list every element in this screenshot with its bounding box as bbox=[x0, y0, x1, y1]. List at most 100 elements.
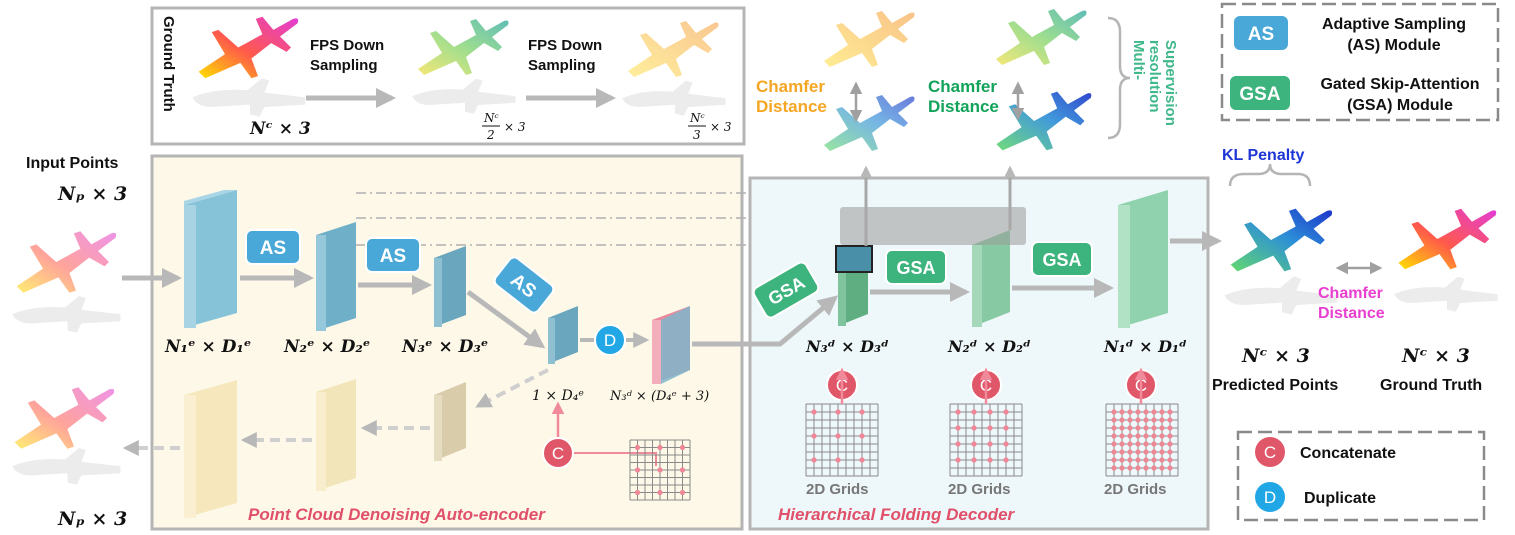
chamfer-label-2a: Chamfer bbox=[928, 77, 997, 96]
reconstructed-plane bbox=[14, 387, 115, 449]
ground-truth-side-label: Ground Truth bbox=[160, 16, 177, 112]
grid-dot bbox=[1111, 457, 1117, 463]
grid-dot bbox=[1127, 425, 1133, 431]
svg-text:AS: AS bbox=[260, 238, 286, 259]
grid-dot bbox=[811, 433, 817, 439]
enc-concat-node: C bbox=[542, 437, 574, 469]
denoise-block-1 bbox=[184, 380, 237, 518]
grid-label-2: 2D Grids bbox=[948, 481, 1011, 498]
grid-dot bbox=[835, 409, 841, 415]
gt-size-third-num: Nᶜ bbox=[689, 111, 705, 125]
grid-dot bbox=[811, 457, 817, 463]
svg-text:C: C bbox=[552, 444, 564, 463]
grid-dot bbox=[1003, 409, 1009, 415]
enc-dim-1: N₁ᵉ × D₁ᵉ bbox=[164, 337, 251, 357]
grid-dot bbox=[1151, 449, 1157, 455]
grid-dot bbox=[1159, 417, 1165, 423]
output-section: KL Penalty Chamfer Distance Nᶜ × 3 Predi… bbox=[1212, 147, 1498, 394]
enc-dim-5: N₃ᵈ × (D₄ᵉ + 3) bbox=[609, 389, 709, 404]
enc-dim-2: N₂ᵉ × D₂ᵉ bbox=[283, 337, 370, 357]
grid-dot bbox=[1143, 433, 1149, 439]
grid-dot bbox=[1151, 417, 1157, 423]
final-chamfer-a: Chamfer bbox=[1318, 285, 1383, 302]
svg-text:C: C bbox=[1264, 443, 1276, 462]
grid-dot bbox=[1119, 409, 1125, 415]
grid-dot bbox=[1119, 449, 1125, 455]
duplicate-block bbox=[652, 306, 690, 384]
dec-dim-1: N₁ᵈ × D₁ᵈ bbox=[1103, 337, 1187, 356]
grid-dot bbox=[1167, 441, 1173, 447]
chamfer-label-1a: Chamfer bbox=[756, 77, 825, 96]
grid-dot bbox=[1003, 441, 1009, 447]
grid-dot bbox=[835, 457, 841, 463]
grid-dot bbox=[634, 489, 641, 496]
grid-dot bbox=[1159, 441, 1165, 447]
grid-dot bbox=[1127, 441, 1133, 447]
encoder-label: Point Cloud Denoising Auto-encoder bbox=[248, 505, 546, 524]
grid-dot bbox=[1159, 465, 1165, 471]
grid-dot bbox=[1159, 425, 1165, 431]
supervision-brace bbox=[1107, 16, 1131, 140]
decoder-block-2 bbox=[972, 230, 1010, 327]
input-section: Input Points Nₚ × 3 Nₚ × 3 bbox=[12, 155, 127, 530]
dec-2d-grid-3 bbox=[1105, 403, 1179, 477]
svg-text:GSA: GSA bbox=[1042, 250, 1081, 270]
chamfer-label-1b: Distance bbox=[756, 97, 827, 116]
gt-size-full: Nᶜ × 3 bbox=[249, 119, 311, 139]
grid-dot bbox=[1135, 441, 1141, 447]
legend-concat-text: Concatenate bbox=[1300, 445, 1396, 462]
grid-dot bbox=[1167, 425, 1173, 431]
legend-modules: AS Adaptive Sampling (AS) Module GSA Gat… bbox=[1220, 2, 1500, 122]
grid-dot bbox=[955, 441, 961, 447]
gt-size-half-times: × 3 bbox=[504, 120, 526, 134]
enc-dim-4: 1 × D₄ᵉ bbox=[532, 388, 584, 404]
encoder-block-1 bbox=[184, 190, 237, 328]
decoder-block-1 bbox=[835, 245, 873, 326]
denoise-block-2 bbox=[316, 379, 356, 491]
grid-dot bbox=[1111, 409, 1117, 415]
dec-2d-grid-1 bbox=[805, 403, 879, 477]
grid-dot bbox=[1119, 433, 1125, 439]
grid-dot bbox=[1151, 409, 1157, 415]
grid-dot bbox=[1119, 441, 1125, 447]
encoder-panel: AS AS AS D N₁ᵉ × D₁ᵉ N₂ᵉ × D₂ᵉ N₃ᵉ × D₃ᵉ… bbox=[122, 154, 1155, 531]
enc-grid-link bbox=[574, 452, 657, 466]
kl-brace bbox=[1228, 163, 1312, 187]
grid-dot bbox=[1111, 433, 1117, 439]
grid-dot bbox=[1143, 449, 1149, 455]
grid-dot bbox=[1111, 417, 1117, 423]
fps-step2-line2: Sampling bbox=[528, 57, 596, 74]
dec-dim-3: N₃ᵈ × D₃ᵈ bbox=[805, 337, 889, 356]
supervision-section: Chamfer Distance Chamfer Distance Multi-… bbox=[756, 9, 1179, 151]
grid-dot bbox=[859, 433, 865, 439]
dec-dim-2: N₂ᵈ × D₂ᵈ bbox=[947, 337, 1031, 356]
grid-dot bbox=[1143, 417, 1149, 423]
grid-dot bbox=[657, 444, 663, 451]
svg-text:GSA: GSA bbox=[1239, 84, 1280, 105]
legend-gsa-text-1: Gated Skip-Attention bbox=[1320, 76, 1479, 93]
decoder-label: Hierarchical Folding Decoder bbox=[778, 505, 1016, 524]
selection-box bbox=[835, 245, 873, 273]
gt-out-size: Nᶜ × 3 bbox=[1401, 345, 1470, 367]
grid-dot bbox=[1167, 449, 1173, 455]
enc-to-dec-arrow bbox=[692, 295, 839, 347]
grid-dot bbox=[1119, 457, 1125, 463]
grid-dot bbox=[1167, 457, 1173, 463]
encoder-block-2 bbox=[316, 222, 356, 331]
pred-label: Predicted Points bbox=[1212, 377, 1338, 394]
overlay-toolbar bbox=[840, 207, 1026, 245]
sup-plane-pred-2 bbox=[996, 91, 1092, 151]
sup-plane-gt-2 bbox=[996, 9, 1087, 65]
legend-duplicate-text: Duplicate bbox=[1304, 490, 1376, 507]
gsa-badge-3: GSA bbox=[1031, 241, 1093, 277]
decoder-panel: GSA GSA GSA bbox=[692, 165, 1222, 531]
gt-out-label: Ground Truth bbox=[1380, 377, 1482, 394]
svg-text:AS: AS bbox=[380, 246, 406, 267]
duplicate-node: D bbox=[594, 324, 626, 356]
grid-dot bbox=[1151, 425, 1157, 431]
enc-arrow-3 bbox=[466, 289, 546, 349]
dec-2d-grid-2 bbox=[949, 403, 1023, 477]
grid-label-3: 2D Grids bbox=[1104, 481, 1167, 498]
fps-step1-line2: Sampling bbox=[310, 57, 378, 74]
grid-dot bbox=[1143, 409, 1149, 415]
